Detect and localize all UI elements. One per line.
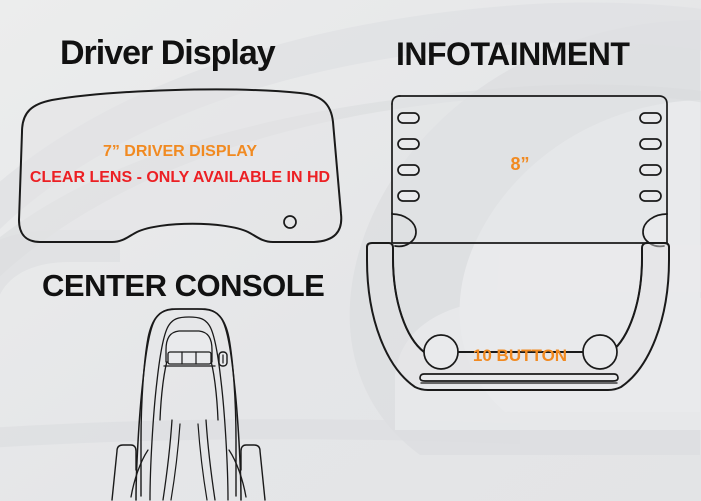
console-body-outline: [135, 308, 242, 501]
console-inner-leg-right2: [197, 423, 208, 501]
pill-button-icon-right-4[interactable]: [639, 190, 662, 202]
pill-button-icon-left-3[interactable]: [397, 164, 420, 176]
dashboard-inner-curve-left: [392, 257, 425, 353]
watermark-shape-bar: [497, 245, 701, 292]
console-inner-leg-left2: [170, 423, 181, 501]
pill-button-icon-right-3[interactable]: [639, 164, 662, 176]
console-contour-2: [149, 316, 229, 501]
driver-display-outline: [18, 88, 343, 243]
infotainment-screen[interactable]: [390, 95, 668, 248]
infotainment-frame-topleft: [391, 95, 401, 105]
switch-strip-icon[interactable]: [167, 351, 212, 365]
rotary-knob-icon-right[interactable]: [642, 213, 668, 248]
watermark-corner-left: [0, 230, 120, 295]
dashboard-outline: [366, 242, 670, 391]
console-foot-flare-left: [130, 449, 149, 498]
watermark-panel-wash: [395, 298, 701, 430]
console-foot-flare-right: [228, 449, 247, 498]
callout-driver-display-lens: CLEAR LENS - ONLY AVAILABLE IN HD: [29, 169, 331, 186]
page-title-infotainment: INFOTAINMENT: [396, 36, 630, 72]
infotainment-frame-top: [398, 95, 668, 215]
callout-dashboard-buttons: 10 BUTTON: [472, 346, 568, 365]
center-console-assembly[interactable]: [111, 308, 266, 501]
console-inner-leg-left: [162, 419, 173, 501]
pill-button-icon-left-4[interactable]: [397, 190, 420, 202]
rotary-knob-icon-dash-right[interactable]: [582, 334, 618, 370]
dashboard-center-stack[interactable]: [366, 242, 670, 391]
dashboard-fill: [367, 243, 669, 385]
page-title-driver-display: Driver Display: [60, 34, 276, 72]
driver-display-cluster[interactable]: [18, 88, 343, 243]
sensor-dot-icon[interactable]: [283, 215, 297, 229]
rotary-knob-icon-left[interactable]: [391, 213, 417, 248]
switch-strip-body: [167, 351, 212, 365]
rotary-knob-icon-dash-left[interactable]: [423, 334, 459, 370]
infotainment-fill: [390, 96, 666, 245]
console-leg-outer-left: [111, 444, 137, 501]
console-inner-leg-right: [205, 419, 216, 501]
pill-button-icon-left-2[interactable]: [397, 138, 420, 150]
vent-slot-icon[interactable]: [419, 373, 619, 382]
pill-button-icon-right-2[interactable]: [639, 138, 662, 150]
callout-driver-display-size: 7” DRIVER DISPLAY: [102, 143, 258, 160]
page-title-center-console: CENTER CONSOLE: [42, 268, 325, 303]
pill-button-icon-right-1[interactable]: [639, 112, 662, 124]
pill-button-icon-left-1[interactable]: [397, 112, 420, 124]
watermark-band-bottom: [0, 419, 520, 448]
console-leg-outer-right: [240, 444, 266, 501]
callout-infotainment-size: 8”: [510, 154, 530, 174]
